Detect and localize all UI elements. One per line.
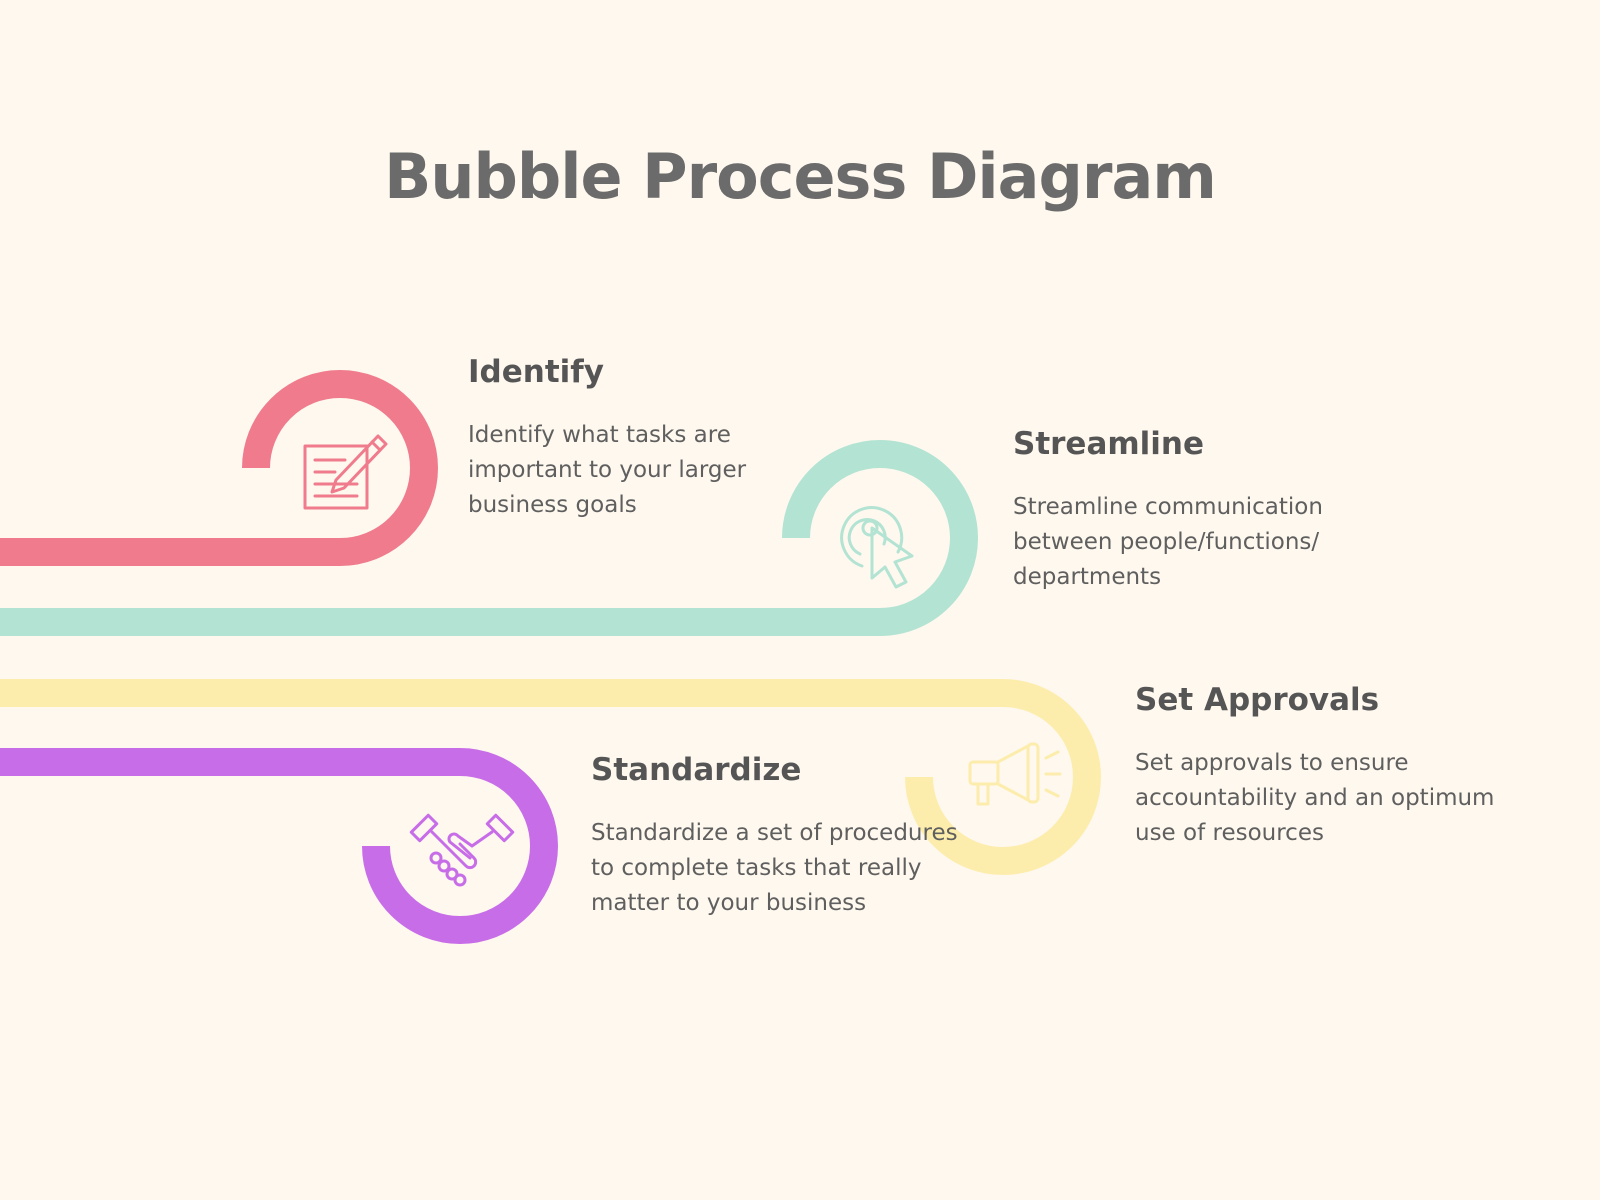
step-description: Identify what tasks are important to you…	[468, 422, 747, 518]
step-title: Identify	[468, 354, 604, 390]
step-description: Standardize a set of procedures to compl…	[591, 820, 958, 916]
page-title: Bubble Process Diagram	[384, 140, 1217, 213]
click-cursor-icon	[840, 506, 914, 589]
step-set-approvals: Set Approvals Set approvals to ensure ac…	[1135, 682, 1515, 851]
step-description: Streamline communication between people/…	[1013, 494, 1323, 590]
step-title: Streamline	[1013, 426, 1205, 462]
step-identify: Identify Identify what tasks are importa…	[468, 354, 848, 523]
step-title: Set Approvals	[1135, 682, 1380, 718]
step-streamline: Streamline Streamline communication betw…	[1013, 426, 1393, 595]
document-pencil-icon	[303, 434, 388, 510]
megaphone-icon	[968, 742, 1062, 806]
step-standardize: Standardize Standardize a set of procedu…	[591, 752, 971, 921]
approvals-path	[0, 679, 1101, 875]
step-title: Standardize	[591, 752, 802, 788]
identify-path	[0, 370, 438, 566]
step-description: Set approvals to ensure accountability a…	[1135, 750, 1495, 846]
handshake-icon	[409, 813, 515, 887]
standardize-path	[0, 748, 558, 944]
streamline-path	[0, 440, 978, 636]
